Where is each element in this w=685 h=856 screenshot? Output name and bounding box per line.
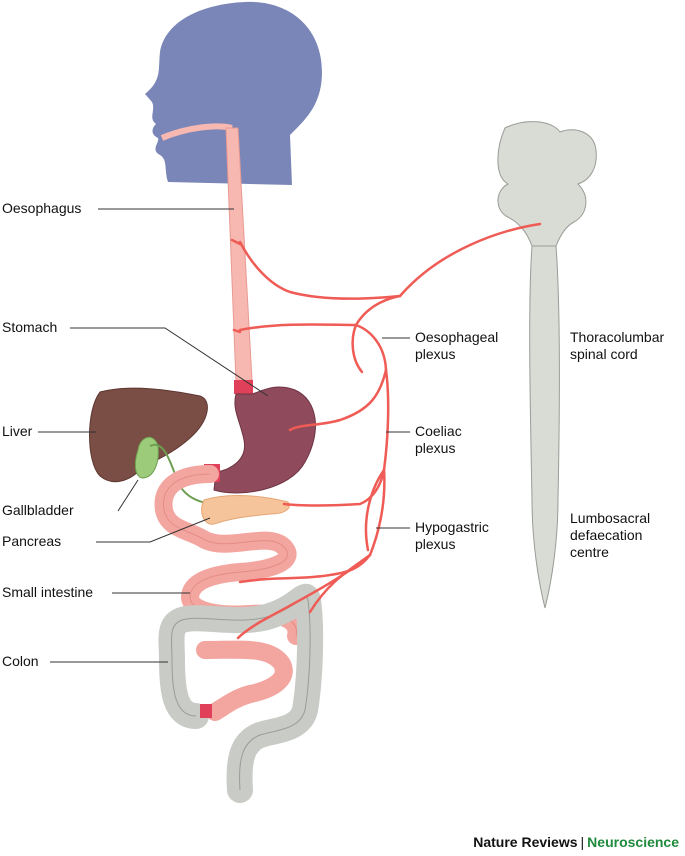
label-lumbosacral-line3: centre xyxy=(570,544,609,560)
ileocaecal-sphincter xyxy=(200,704,212,718)
liver-organ xyxy=(89,387,208,483)
label-coeliac-plexus: Coeliac plexus xyxy=(415,423,462,457)
label-lumbosacral-line1: Lumbosacral xyxy=(570,510,651,526)
label-oesophageal-plexus-line2: plexus xyxy=(415,346,456,362)
leader-lines xyxy=(38,208,410,663)
label-thoracolumbar-line2: spinal cord xyxy=(570,346,638,362)
label-stomach: Stomach xyxy=(2,319,58,335)
label-oesophageal-plexus-line1: Oesophageal xyxy=(415,329,499,345)
footer-separator: | xyxy=(580,834,585,850)
pancreas-organ xyxy=(201,495,290,525)
label-liver: Liver xyxy=(2,423,33,439)
journal-footer: Nature Reviews|Neuroscience xyxy=(473,834,679,850)
label-colon: Colon xyxy=(2,653,39,669)
label-coeliac-plexus-line2: plexus xyxy=(415,440,456,456)
label-small-intestine: Small intestine xyxy=(2,584,94,600)
label-thoracolumbar-line1: Thoracolumbar xyxy=(570,329,665,345)
label-thoracolumbar-spinal-cord: Thoracolumbar spinal cord xyxy=(570,329,664,363)
label-pancreas: Pancreas xyxy=(2,533,62,549)
label-gallbladder: Gallbladder xyxy=(2,502,74,518)
label-lumbosacral-line2: defaecation xyxy=(570,527,643,543)
mouth-line xyxy=(160,123,233,141)
label-oesophagus: Oesophagus xyxy=(2,200,82,216)
label-lumbosacral-defaecation-centre: Lumbosacral defaecation centre xyxy=(570,510,650,561)
spinal-cord xyxy=(529,245,560,609)
label-hypogastric-plexus: Hypogastric plexus xyxy=(415,519,489,553)
journal-name: Nature Reviews xyxy=(473,834,578,850)
nerve-pathways xyxy=(230,222,542,640)
head-silhouette xyxy=(145,1,322,186)
stomach-organ xyxy=(213,386,316,494)
brainstem xyxy=(497,121,597,247)
label-hypogastric-plexus-line1: Hypogastric xyxy=(415,519,489,535)
label-coeliac-plexus-line1: Coeliac xyxy=(415,423,462,439)
journal-section: Neuroscience xyxy=(587,834,679,850)
gallbladder-organ xyxy=(134,436,159,479)
label-hypogastric-plexus-line2: plexus xyxy=(415,536,456,552)
oesophageal-sphincter xyxy=(234,380,253,394)
label-oesophageal-plexus: Oesophageal plexus xyxy=(415,329,498,363)
